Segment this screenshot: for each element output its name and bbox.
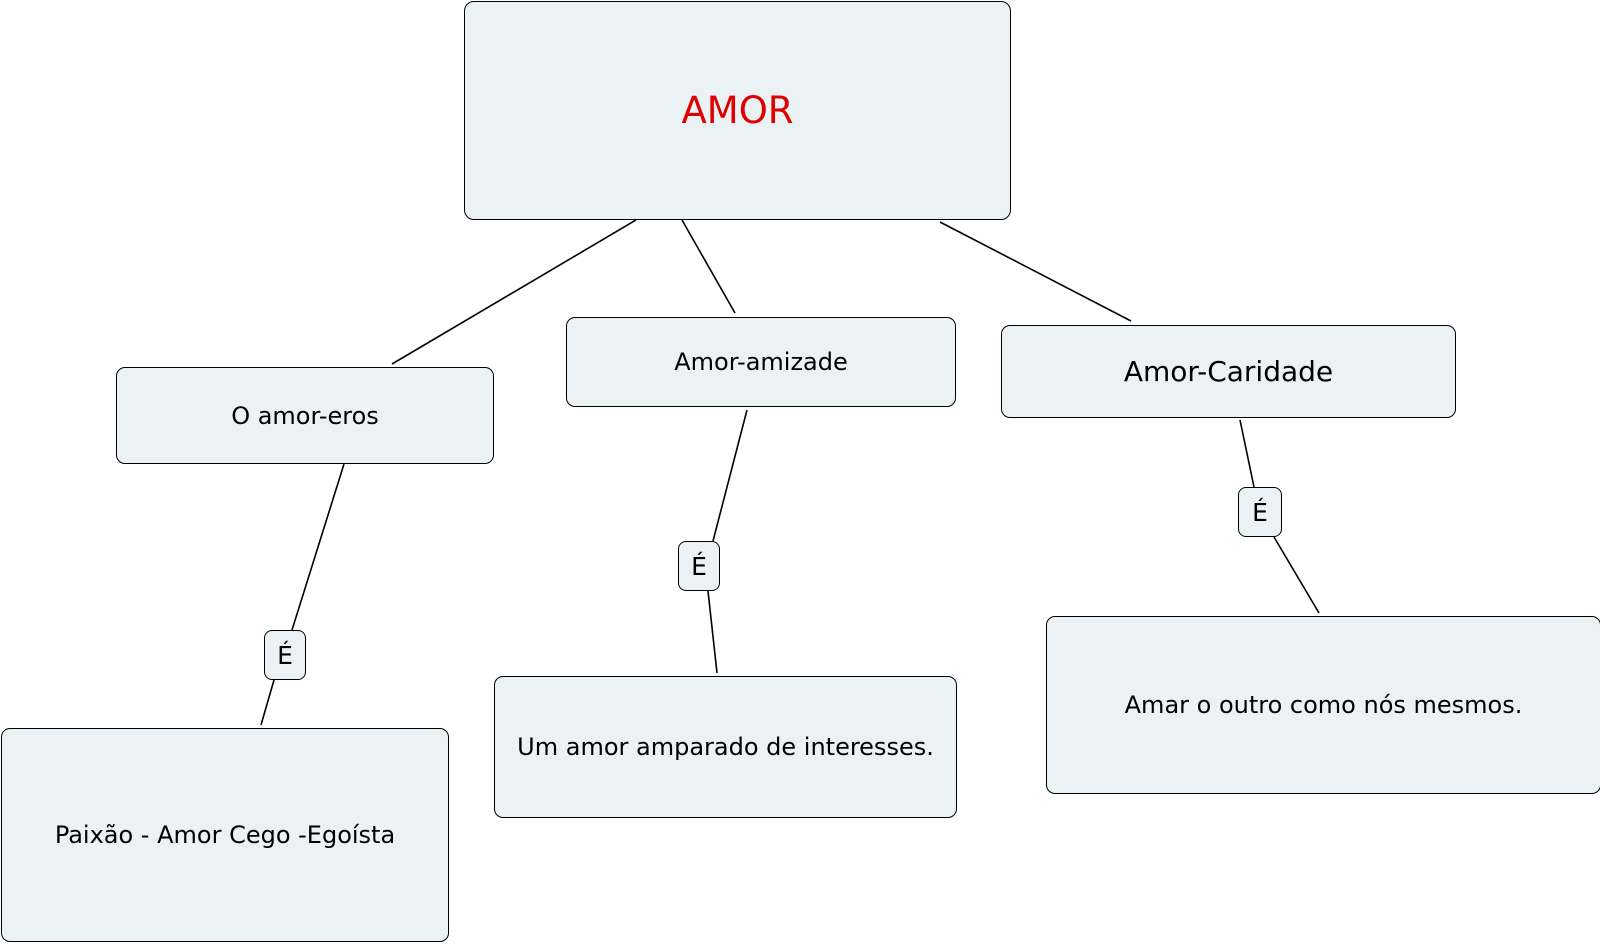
link-label-amizade-text: É — [691, 551, 707, 581]
link-label-caridade-text: É — [1252, 497, 1268, 527]
connector-eros-to-link — [291, 463, 345, 631]
concept-paixao: Paixão - Amor Cego -Egoísta — [1, 728, 449, 942]
concept-amor-caridade-label: Amor-Caridade — [1123, 355, 1334, 388]
root-concept-amor: AMOR — [464, 1, 1011, 220]
connector-caridade-to-link — [1239, 419, 1255, 488]
concept-amor-eros-label: O amor-eros — [231, 401, 379, 430]
concept-amor-amparado: Um amor amparado de interesses. — [494, 676, 957, 818]
connector-root-to-eros — [391, 219, 637, 365]
connector-link-to-paixao — [260, 679, 275, 726]
concept-amar-o-outro-label: Amar o outro como nós mesmos. — [1124, 691, 1523, 719]
concept-amar-o-outro: Amar o outro como nós mesmos. — [1046, 616, 1600, 794]
connector-amizade-to-link — [712, 409, 748, 542]
link-label-caridade: É — [1238, 487, 1282, 537]
connector-link-to-amar — [1273, 536, 1320, 614]
link-label-eros-text: É — [277, 640, 293, 670]
connector-root-to-amizade — [681, 219, 736, 314]
concept-amor-amizade: Amor-amizade — [566, 317, 956, 407]
link-label-amizade: É — [678, 541, 720, 591]
concept-amor-amparado-label: Um amor amparado de interesses. — [517, 733, 934, 761]
concept-paixao-label: Paixão - Amor Cego -Egoísta — [54, 821, 396, 849]
link-label-eros: É — [264, 630, 306, 680]
connector-link-to-interesses — [707, 590, 718, 674]
root-concept-label: AMOR — [681, 89, 794, 132]
concept-amor-eros: O amor-eros — [116, 367, 494, 464]
concept-amor-amizade-label: Amor-amizade — [674, 348, 848, 376]
connector-root-to-caridade — [939, 221, 1132, 322]
concept-amor-caridade: Amor-Caridade — [1001, 325, 1456, 418]
